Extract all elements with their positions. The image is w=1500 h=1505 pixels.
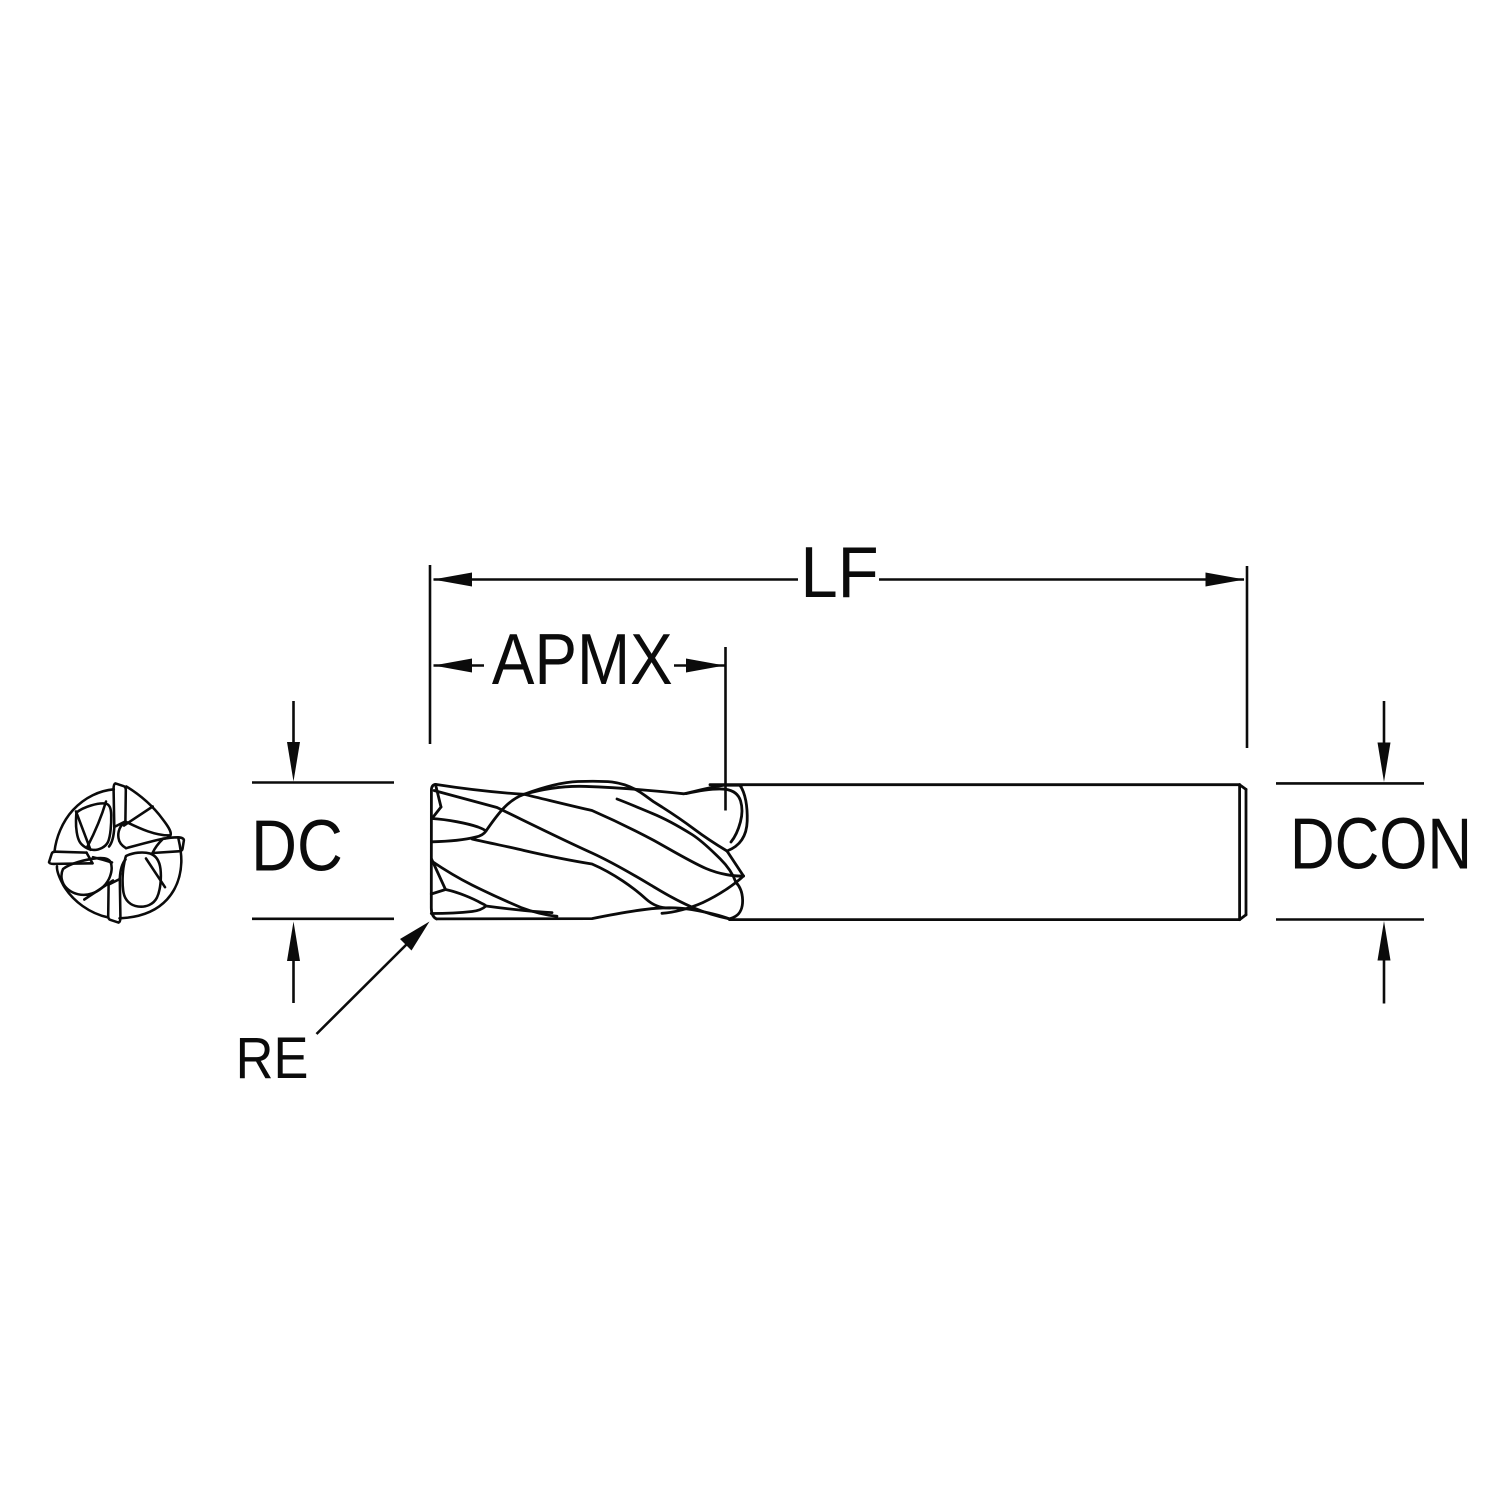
svg-text:DC: DC [251, 806, 343, 887]
svg-text:APMX: APMX [492, 619, 673, 700]
svg-text:LF: LF [800, 532, 878, 613]
svg-text:RE: RE [236, 1026, 309, 1091]
svg-text:DCON: DCON [1290, 804, 1472, 885]
